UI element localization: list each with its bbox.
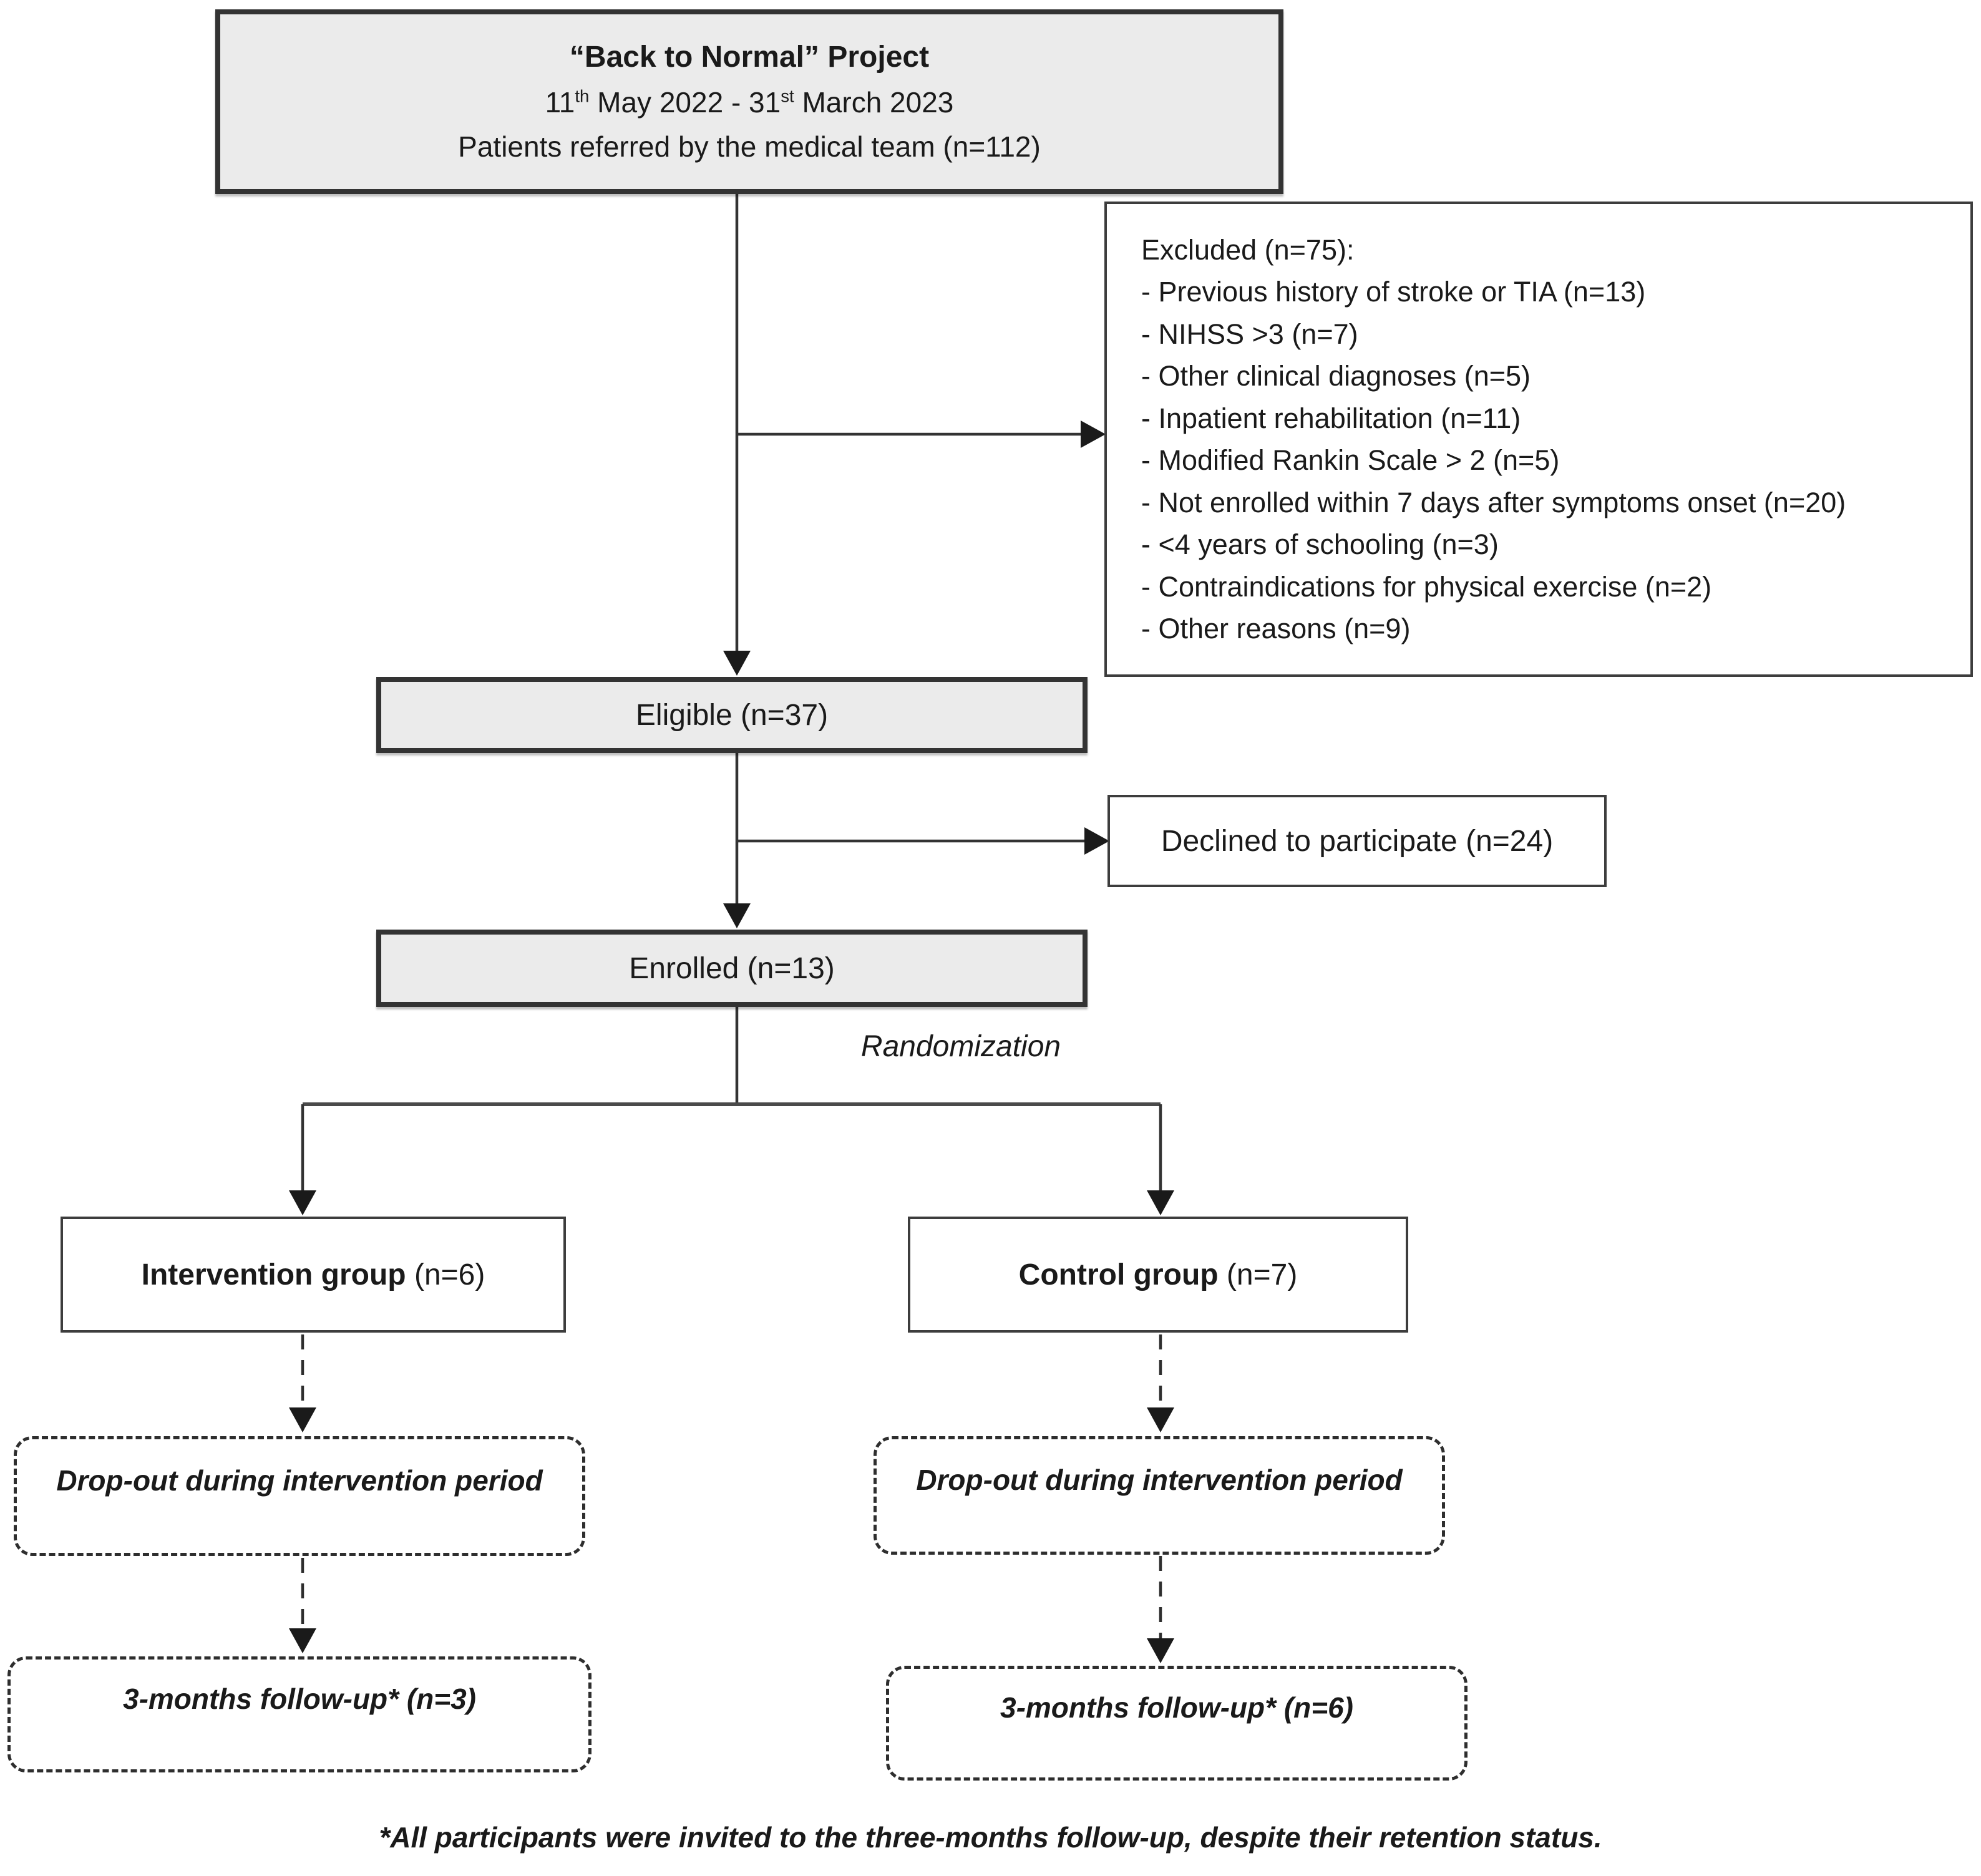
arrowhead-to-dropout-left <box>289 1407 316 1432</box>
followup-right-box: 3-months follow-up* (n=6) <box>886 1666 1467 1781</box>
excluded-item: - Contraindications for physical exercis… <box>1141 570 1712 603</box>
referral-dates: 11th May 2022 - 31st March 2023 <box>545 85 954 119</box>
arrowhead-to-control <box>1147 1190 1174 1215</box>
control-group-box: Control group (n=7) <box>908 1217 1408 1333</box>
arrowhead-to-intervention <box>289 1190 316 1215</box>
dropout-right-box: Drop-out during intervention period <box>874 1436 1445 1555</box>
excluded-item: - Modified Rankin Scale > 2 (n=5) <box>1141 444 1560 476</box>
control-group-label: Control group (n=7) <box>1018 1258 1298 1291</box>
referral-count: Patients referred by the medical team (n… <box>458 130 1041 163</box>
excluded-item: - NIHSS >3 (n=7) <box>1141 318 1358 350</box>
arrowhead-to-followup-right <box>1147 1638 1174 1663</box>
excluded-item: - Previous history of stroke or TIA (n=1… <box>1141 276 1646 308</box>
arrowhead-to-excluded <box>1081 420 1106 448</box>
footnote: *All participants were invited to the th… <box>379 1821 1602 1854</box>
arrowhead-to-followup-left <box>289 1628 316 1653</box>
arrowhead-to-declined <box>1084 827 1109 855</box>
dropout-left-label: Drop-out during intervention period <box>56 1464 543 1497</box>
arrowhead-to-eligible <box>723 651 751 676</box>
excluded-item: - Other reasons (n=9) <box>1141 613 1411 644</box>
excluded-box: Excluded (n=75): - Previous history of s… <box>1104 202 1973 677</box>
eligible-label: Eligible (n=37) <box>635 698 829 732</box>
excluded-item: - Other clinical diagnoses (n=5) <box>1141 360 1531 392</box>
excluded-header: Excluded (n=75): <box>1141 233 1355 266</box>
followup-left-box: 3-months follow-up* (n=3) <box>7 1656 591 1772</box>
excluded-item: - Inpatient rehabilitation (n=11) <box>1141 402 1521 434</box>
enrolled-label: Enrolled (n=13) <box>629 951 835 985</box>
referral-title: “Back to Normal” Project <box>569 40 930 74</box>
dropout-left-box: Drop-out during intervention period <box>14 1436 585 1556</box>
excluded-item: - Not enrolled within 7 days after sympt… <box>1141 486 1846 518</box>
intervention-group-label: Intervention group (n=6) <box>141 1258 485 1291</box>
followup-left-label: 3-months follow-up* (n=3) <box>122 1683 476 1715</box>
eligible-box: Eligible (n=37) <box>376 677 1088 753</box>
arrowhead-to-dropout-right <box>1147 1407 1174 1432</box>
referral-box: “Back to Normal” Project 11th May 2022 -… <box>215 9 1283 194</box>
enrolled-box: Enrolled (n=13) <box>376 930 1088 1007</box>
excluded-item: - <4 years of schooling (n=3) <box>1141 528 1499 560</box>
declined-box: Declined to participate (n=24) <box>1107 795 1607 887</box>
intervention-group-box: Intervention group (n=6) <box>61 1217 566 1333</box>
arrowhead-to-enrolled <box>723 903 751 928</box>
dropout-right-label: Drop-out during intervention period <box>916 1464 1403 1496</box>
followup-right-label: 3-months follow-up* (n=6) <box>1000 1691 1353 1724</box>
declined-label: Declined to participate (n=24) <box>1161 824 1554 858</box>
randomization-label: Randomization <box>860 1030 1061 1063</box>
date-superscript-st: st <box>781 86 794 106</box>
date-superscript-th: th <box>575 86 590 106</box>
